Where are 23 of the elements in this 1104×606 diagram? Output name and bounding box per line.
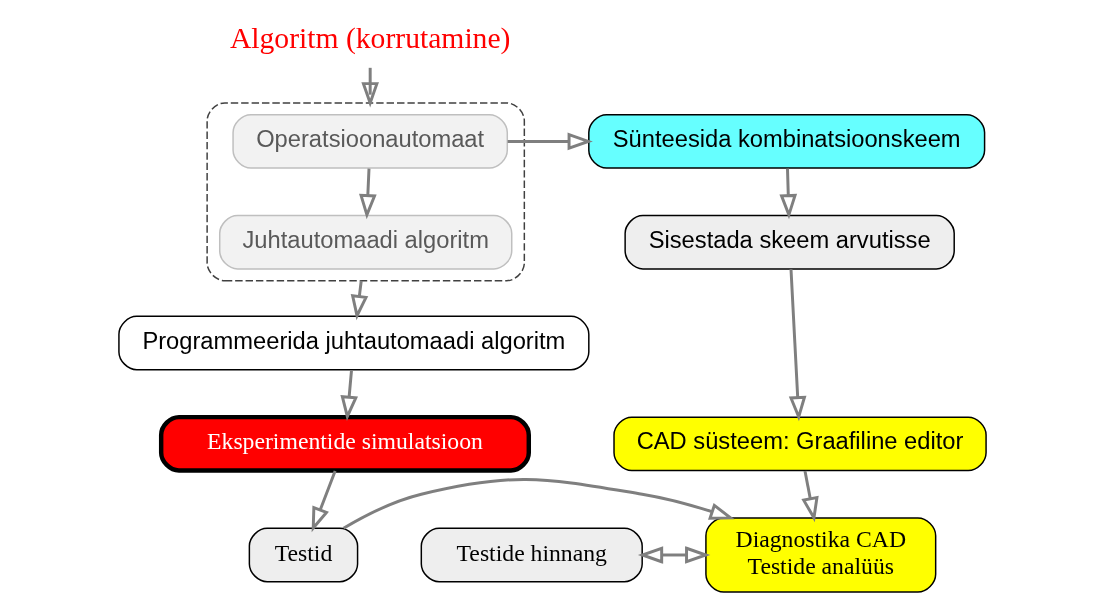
arrow: [358, 168, 377, 220]
arrow: [342, 478, 735, 530]
node-box: Diagnostika CAD Testide analüüs: [704, 517, 936, 593]
node-text: Algoritm (korrutamine): [229, 22, 510, 55]
node-box: Testide hinnang: [420, 527, 643, 583]
node-box: Programmeerida juhtautomaadi algoritm: [117, 315, 590, 371]
arrow: [507, 132, 593, 151]
arrow: [788, 269, 806, 422]
node-box: CAD süsteem: Graafiline editor: [612, 416, 987, 472]
arrow: [800, 470, 819, 523]
cluster: [205, 102, 525, 282]
node-box: Operatsioonautomaat: [231, 114, 508, 169]
arrow: [360, 67, 379, 108]
node-box: Juhtautomaadi algoritm: [218, 214, 512, 270]
arrow: [339, 370, 358, 421]
node-box: Testid: [248, 527, 358, 583]
node-box: Sisestada skeem arvutisse: [623, 214, 955, 270]
arrow: [637, 546, 710, 564]
arrow: [311, 470, 337, 533]
arrow: [778, 168, 797, 220]
node-box: Eksperimentide simulatsioon: [158, 414, 531, 473]
node-box: Sünteesida kombinatsioonskeem: [587, 114, 985, 169]
arrow: [350, 280, 368, 321]
